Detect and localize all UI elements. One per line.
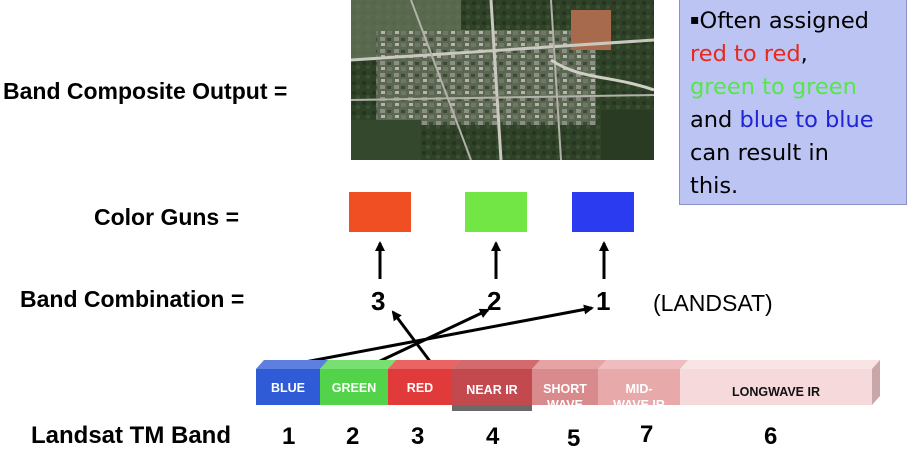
- note-red-phrase: red to red: [690, 41, 801, 67]
- spectrum-near-ir: NEAR IR: [452, 369, 532, 405]
- tm-band-4: 4: [486, 423, 500, 450]
- spectrum-short-wave-ir: SHORT WAVE IR: [532, 369, 598, 428]
- note-line5: this.: [690, 173, 739, 199]
- combination-2: 2: [487, 286, 502, 316]
- landsat-tm-band-label: Landsat TM Band: [31, 422, 232, 449]
- combination-1: 1: [596, 286, 611, 316]
- note-green-phrase: green to green: [690, 74, 857, 100]
- spectrum-red: RED: [388, 369, 452, 405]
- spectrum-blue: BLUE: [256, 369, 320, 405]
- spectrum-mid-wave-ir: MID-WAVE IR: [598, 369, 680, 412]
- note-box: ▪Often assigned red to red, green to gre…: [679, 0, 907, 205]
- arrow-red-to-3: [391, 310, 434, 365]
- satellite-composite-image: [351, 0, 654, 160]
- combination-3: 3: [371, 286, 386, 316]
- color-gun-red: [349, 192, 411, 232]
- spectrum-bar-top: [256, 360, 880, 369]
- color-gun-green: [465, 192, 527, 232]
- note-blue-phrase: blue to blue: [739, 107, 874, 133]
- band-combination-label: Band Combination =: [20, 286, 245, 312]
- tm-band-1: 1: [282, 423, 296, 450]
- spectrum-shadow: [452, 405, 532, 411]
- color-guns-label: Color Guns =: [94, 204, 240, 230]
- spectrum-green: GREEN: [320, 369, 388, 405]
- tm-band-6: 6: [764, 423, 778, 450]
- landsat-suffix: (LANDSAT): [653, 290, 773, 316]
- color-gun-blue: [572, 192, 634, 232]
- note-and: and: [690, 107, 740, 133]
- band-composite-output-label: Band Composite Output =: [3, 78, 288, 104]
- spectrum-longwave-ir: LONGWAVE IR: [680, 369, 872, 405]
- arrow-blue-to-1: [304, 304, 594, 364]
- note-line4: can result in: [690, 140, 829, 166]
- tm-band-3: 3: [411, 423, 425, 450]
- note-line1: Often assigned: [699, 8, 869, 34]
- spectrum-bar-side: [872, 360, 880, 405]
- arrow-green-to-2: [377, 308, 490, 364]
- note-bullet: ▪: [690, 12, 700, 28]
- note-comma: ,: [800, 41, 808, 67]
- tm-band-5: 5: [567, 425, 581, 452]
- tm-band-7: 7: [640, 421, 654, 448]
- tm-band-2: 2: [346, 423, 360, 450]
